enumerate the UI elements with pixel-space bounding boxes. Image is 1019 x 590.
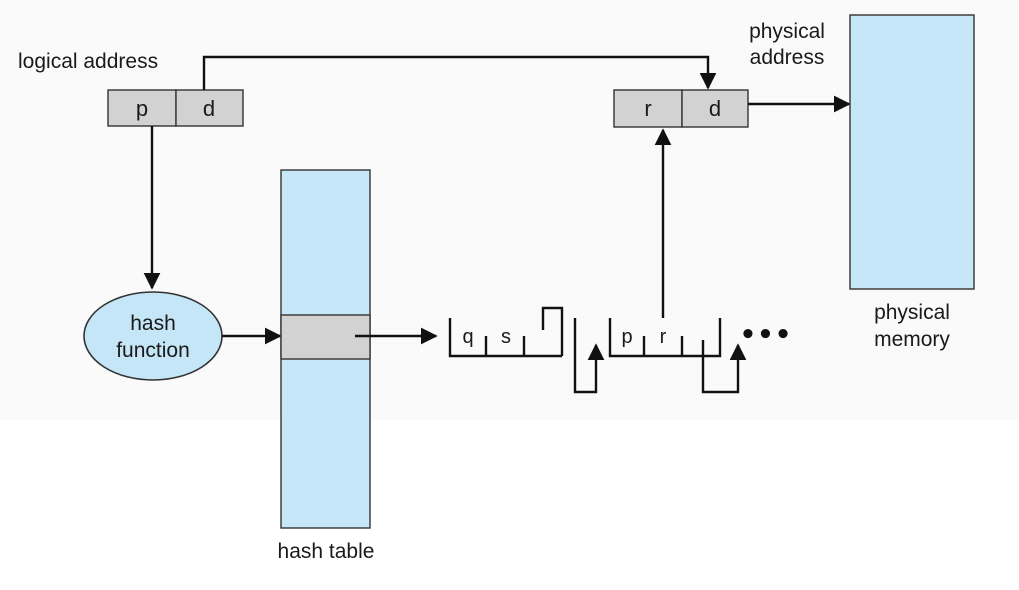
chain-node-2-field-1: p bbox=[621, 326, 632, 348]
logical-address-label: logical address bbox=[18, 50, 158, 73]
hash-table-label: hash table bbox=[278, 540, 375, 563]
hash-function-label-1: hash bbox=[130, 312, 176, 335]
hash-table: hash table bbox=[278, 169, 375, 563]
logical-offset-text: d bbox=[203, 96, 215, 121]
physical-offset-cell bbox=[681, 89, 749, 128]
offset-copy-arrow bbox=[202, 55, 717, 90]
physical-address-register: r d bbox=[613, 89, 749, 128]
hash-function-label-2: function bbox=[116, 339, 190, 362]
chain-link-2-arrow bbox=[701, 340, 747, 394]
physical-address-label-1: physical bbox=[749, 20, 825, 43]
hash-function: hash function bbox=[83, 291, 223, 381]
physical-offset-text: d bbox=[709, 96, 721, 121]
logical-page-text: p bbox=[136, 96, 148, 121]
logical-address-register: p d bbox=[107, 89, 244, 127]
physical-address-label-2: address bbox=[750, 46, 825, 69]
physical-frame-cell bbox=[613, 89, 683, 128]
physical-memory-label-2: memory bbox=[874, 328, 950, 351]
chain-node-2-frame bbox=[608, 318, 722, 358]
chain-node-2-field-2: r bbox=[660, 326, 667, 348]
hash-function-ellipse bbox=[83, 291, 223, 381]
physical-frame-text: r bbox=[644, 96, 651, 121]
chain-ellipsis: ••• bbox=[740, 320, 793, 350]
physical-memory-block bbox=[849, 14, 975, 290]
logical-page-cell bbox=[107, 89, 177, 127]
logical-offset-cell bbox=[175, 89, 244, 127]
chain-node-1-pointer-tab bbox=[541, 306, 564, 356]
chain-node-2: p r bbox=[608, 318, 722, 358]
chain-node-1-field-1: q bbox=[462, 326, 473, 348]
chain-link-1-arrow bbox=[573, 318, 605, 394]
physical-memory-label-1: physical bbox=[874, 301, 950, 324]
chain-node-1: q s bbox=[448, 306, 564, 358]
chain-node-1-field-2: s bbox=[501, 326, 511, 348]
